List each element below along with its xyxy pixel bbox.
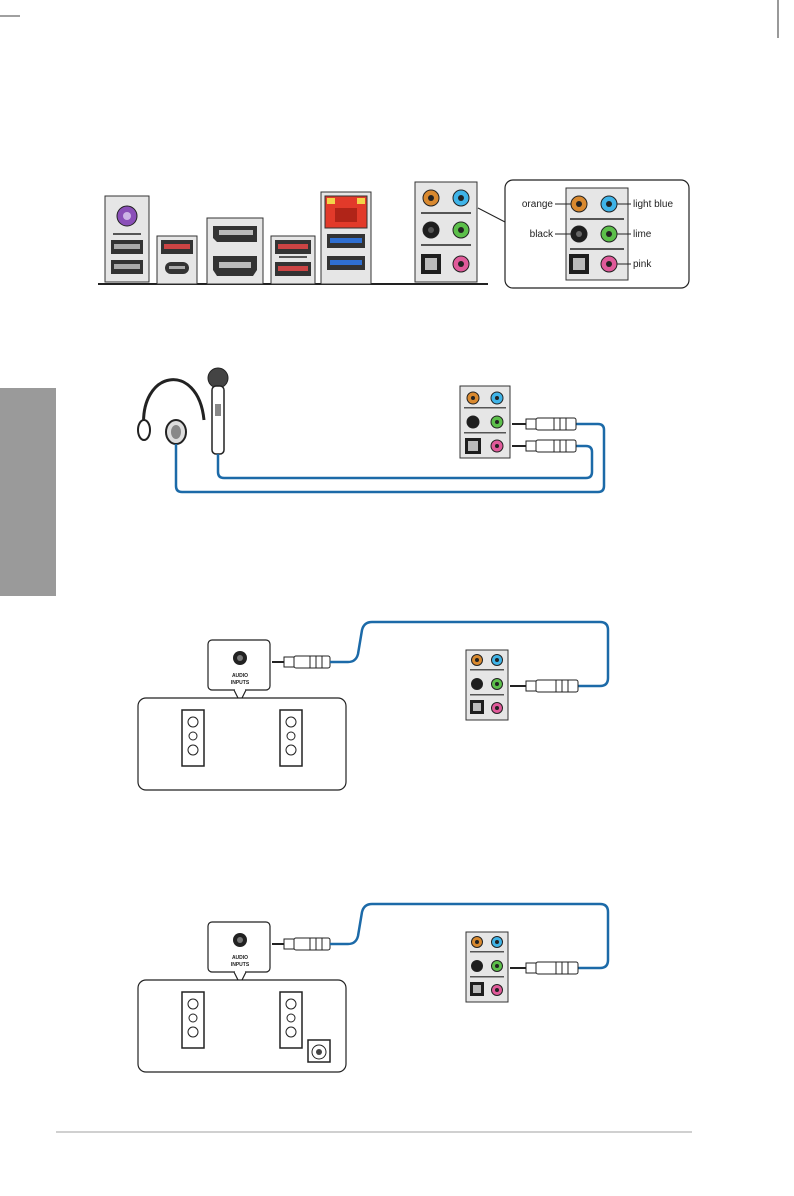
label-orange: orange <box>522 199 554 210</box>
audio-inputs-label-2: INPUTS <box>231 680 250 686</box>
usb-typec-stack <box>157 236 197 284</box>
audio-inputs-label-1: AUDIO <box>232 673 248 679</box>
displayport-hdmi-stack <box>207 218 263 284</box>
audio-inputs-label-2: INPUTS <box>231 962 250 968</box>
subwoofer-icon <box>308 1040 330 1062</box>
right-speaker-icon <box>280 992 302 1048</box>
stereo-speaker-diagram: AUDIO INPUTS <box>136 618 616 794</box>
audio-inputs-panel: AUDIO INPUTS <box>208 922 270 984</box>
audio-callout-box: orange light blue black lime pink <box>505 180 689 288</box>
label-lime: lime <box>633 229 652 240</box>
right-speaker-icon <box>280 710 302 766</box>
jack-plug <box>510 680 578 692</box>
audio-jack-block <box>466 650 508 720</box>
mic-plug <box>512 440 576 452</box>
audio-jack-block <box>415 182 477 282</box>
audio-jack-block <box>460 386 510 458</box>
subwoofer-speaker-diagram: AUDIO INPUTS <box>136 900 616 1076</box>
speakers-box <box>138 698 346 790</box>
audio-inputs-panel: AUDIO INPUTS <box>208 640 270 702</box>
audio-jack-block <box>466 932 508 1002</box>
left-speaker-icon <box>182 992 204 1048</box>
headphones-icon <box>138 380 204 444</box>
label-light-blue: light blue <box>633 199 673 210</box>
rear-io-panel-diagram: orange light blue black lime pink <box>95 178 695 294</box>
audio-inputs-label-1: AUDIO <box>232 955 248 961</box>
label-black: black <box>530 229 554 240</box>
speaker-plug <box>272 938 330 950</box>
jack-plug <box>510 962 578 974</box>
left-speaker-icon <box>182 710 204 766</box>
headphone-mic-diagram <box>128 360 618 500</box>
footer-rule <box>56 1131 692 1133</box>
lan-usb3-stack <box>321 192 371 284</box>
chapter-side-tab <box>0 388 56 596</box>
usb-red-stack <box>271 236 315 284</box>
crop-marks <box>0 0 794 40</box>
speaker-plug <box>272 656 330 668</box>
label-pink: pink <box>633 259 652 270</box>
ps2-usb-stack <box>105 196 149 282</box>
headphone-cable <box>176 424 604 492</box>
headphone-plug <box>512 418 576 430</box>
microphone-icon <box>208 368 228 454</box>
